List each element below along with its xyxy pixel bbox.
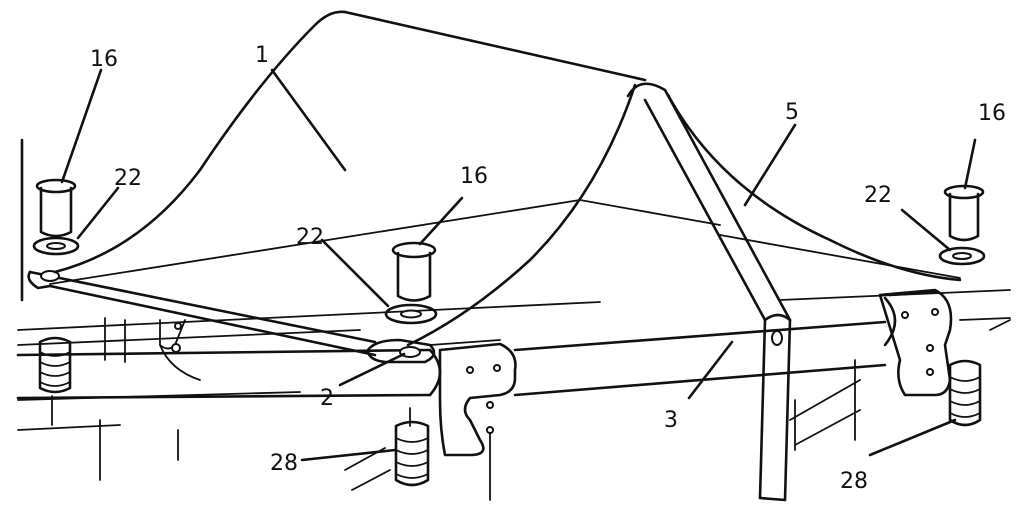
label-washer-centre: 22 [296, 225, 324, 250]
washer-centre [384, 303, 438, 325]
leader-lines [60, 68, 977, 491]
label-canopy: 1 [255, 43, 269, 68]
label-washer-right: 22 [864, 183, 892, 208]
washer-right [938, 246, 986, 266]
label-spring-right: 28 [840, 469, 868, 494]
canopy [53, 10, 647, 347]
right-clamp [878, 288, 953, 397]
arch-tube [626, 82, 792, 502]
spring-centre [394, 407, 430, 487]
label-cap-centre: 16 [460, 164, 488, 189]
label-pivot: 2 [320, 386, 334, 411]
label-cap-right: 16 [978, 101, 1006, 126]
spring-left [38, 336, 72, 426]
label-washer-left: 22 [114, 166, 142, 191]
cap-right [943, 184, 985, 242]
diagonal-strut [27, 270, 377, 381]
cap-centre [391, 241, 437, 302]
reference-labels: 16 22 1 16 22 2 3 5 16 22 28 28 [90, 43, 1006, 494]
frame [17, 138, 1011, 501]
spring-right [948, 359, 982, 427]
centre-clamp [438, 342, 517, 457]
label-rail: 3 [664, 408, 678, 433]
rear-panel [49, 93, 962, 285]
label-spring-centre: 28 [270, 451, 298, 476]
label-rear-panel: 5 [785, 100, 799, 125]
label-cap-left: 16 [90, 47, 118, 72]
washer-left [32, 236, 80, 256]
cap-left [35, 178, 77, 238]
pivot-plate [366, 338, 501, 364]
